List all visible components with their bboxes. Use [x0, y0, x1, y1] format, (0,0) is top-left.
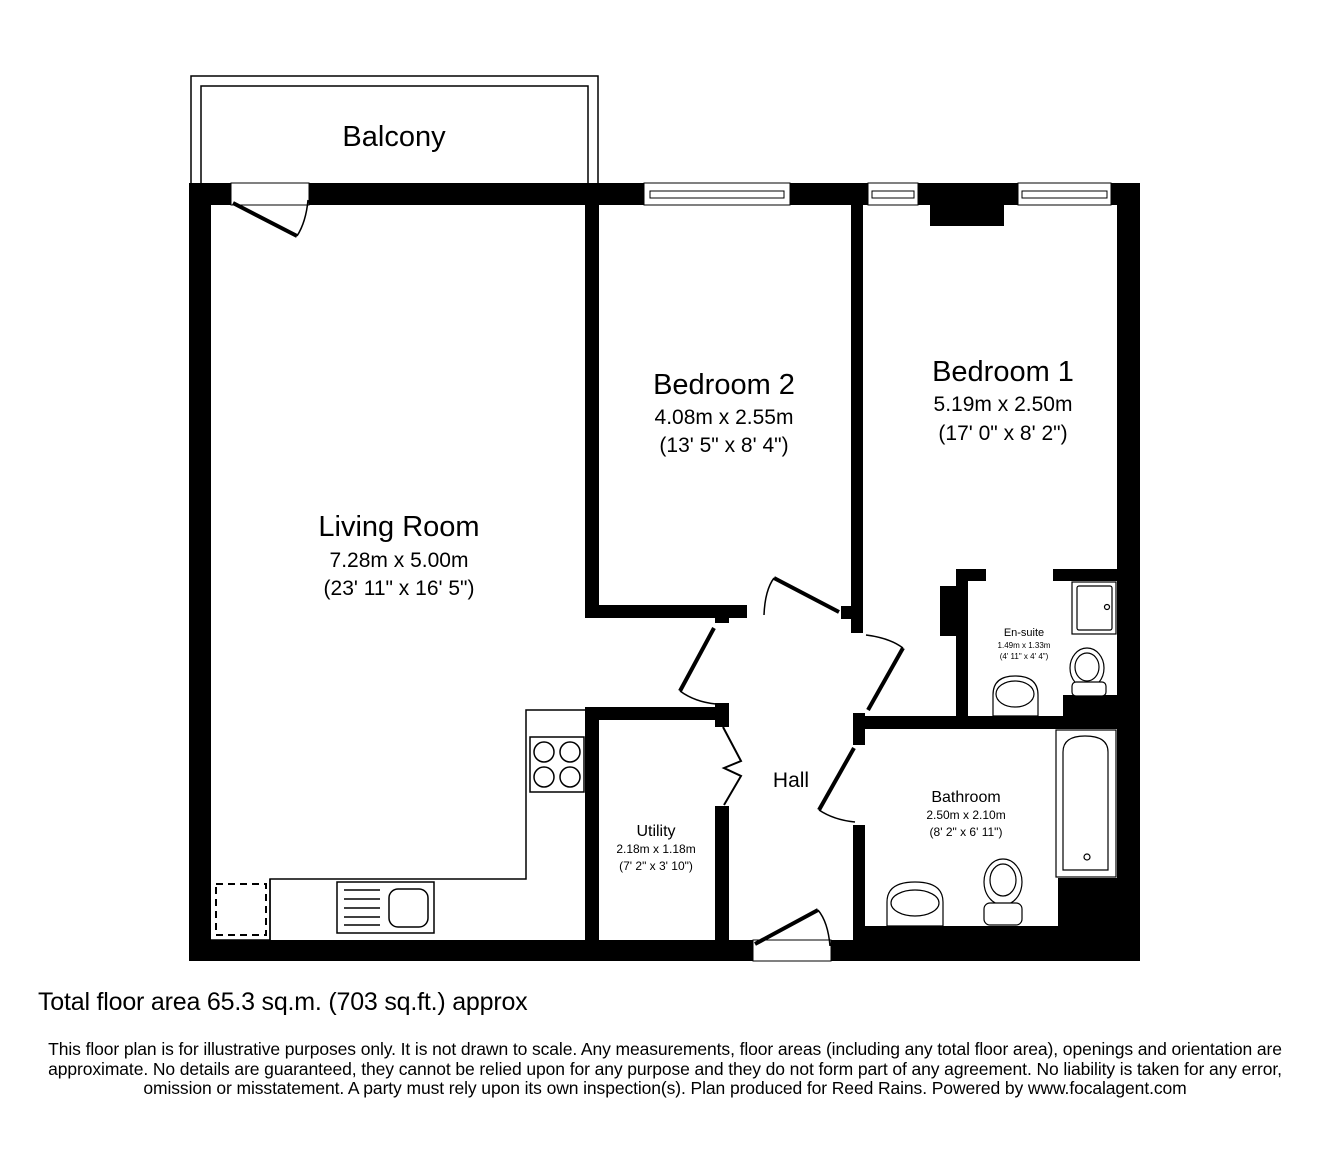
bathroom-name: Bathroom	[931, 789, 1000, 806]
bathroom-metric: 2.50m x 2.10m	[926, 808, 1005, 822]
bedroom-2-name: Bedroom 2	[653, 369, 795, 401]
bedroom-2-imperial: (13' 5" x 8' 4")	[659, 434, 788, 457]
hob-icon	[529, 736, 585, 793]
bathroom-fixtures	[886, 729, 1117, 927]
appliance-space-icon	[215, 883, 267, 936]
bedroom-2-metric: 4.08m x 2.55m	[655, 406, 794, 429]
hall-name: Hall	[773, 769, 809, 792]
balcony-door-swing-icon	[230, 182, 310, 238]
bedroom-1-imperial: (17' 0" x 8' 2")	[938, 422, 1067, 445]
floor-plan: Balcony Living Room 7.28m x 5.00m (23' 1…	[189, 75, 1140, 962]
window-icon	[1017, 182, 1112, 206]
en-suite-imperial: (4' 11" x 4' 4")	[1000, 652, 1049, 661]
en-suite-name: En-suite	[1004, 627, 1044, 639]
kitchen-units	[211, 709, 585, 941]
bedroom-1-name: Bedroom 1	[932, 356, 1074, 388]
room-labels: Balcony Living Room 7.28m x 5.00m (23' 1…	[318, 121, 1074, 873]
toilet-icon	[1069, 647, 1107, 697]
bathroom-door-swing-icon	[817, 747, 856, 823]
basin-icon	[886, 881, 944, 927]
utility-name: Utility	[636, 823, 675, 840]
total-floor-area: Total floor area 65.3 sq.m. (703 sq.ft.)…	[38, 988, 528, 1016]
bath-icon	[1055, 729, 1117, 878]
en-suite-fixtures	[992, 581, 1117, 717]
bedroom-1-metric: 5.19m x 2.50m	[934, 393, 1073, 416]
bedroom-2-door-swing-icon	[763, 576, 840, 616]
utility-bifold-door-icon	[721, 726, 743, 806]
balcony-name: Balcony	[342, 121, 446, 153]
interior-walls	[585, 205, 1117, 952]
en-suite-metric: 1.49m x 1.33m	[998, 641, 1051, 650]
outer-walls	[189, 183, 1140, 961]
shower-tray-icon	[1071, 581, 1117, 635]
window-icon	[867, 182, 919, 206]
utility-imperial: (7' 2" x 3' 10")	[619, 859, 693, 873]
living-room-name: Living Room	[318, 511, 479, 543]
living-room-imperial: (23' 11" x 16' 5")	[324, 577, 475, 600]
sink-icon	[336, 881, 435, 934]
window-icon	[643, 182, 791, 206]
entrance-door-swing-icon	[752, 908, 832, 962]
door-swing-icons	[678, 576, 905, 962]
living-room-metric: 7.28m x 5.00m	[330, 549, 469, 572]
bedroom-1-door-swing-icon	[865, 634, 905, 711]
bathroom-imperial: (8' 2" x 6' 11")	[930, 825, 1003, 839]
windows	[643, 182, 1112, 206]
basin-icon	[992, 675, 1039, 717]
disclaimer-text: This floor plan is for illustrative purp…	[48, 1039, 1282, 1098]
utility-metric: 2.18m x 1.18m	[616, 842, 695, 856]
toilet-icon	[983, 858, 1023, 926]
living-room-door-swing-icon	[678, 627, 717, 705]
balcony	[190, 75, 599, 185]
